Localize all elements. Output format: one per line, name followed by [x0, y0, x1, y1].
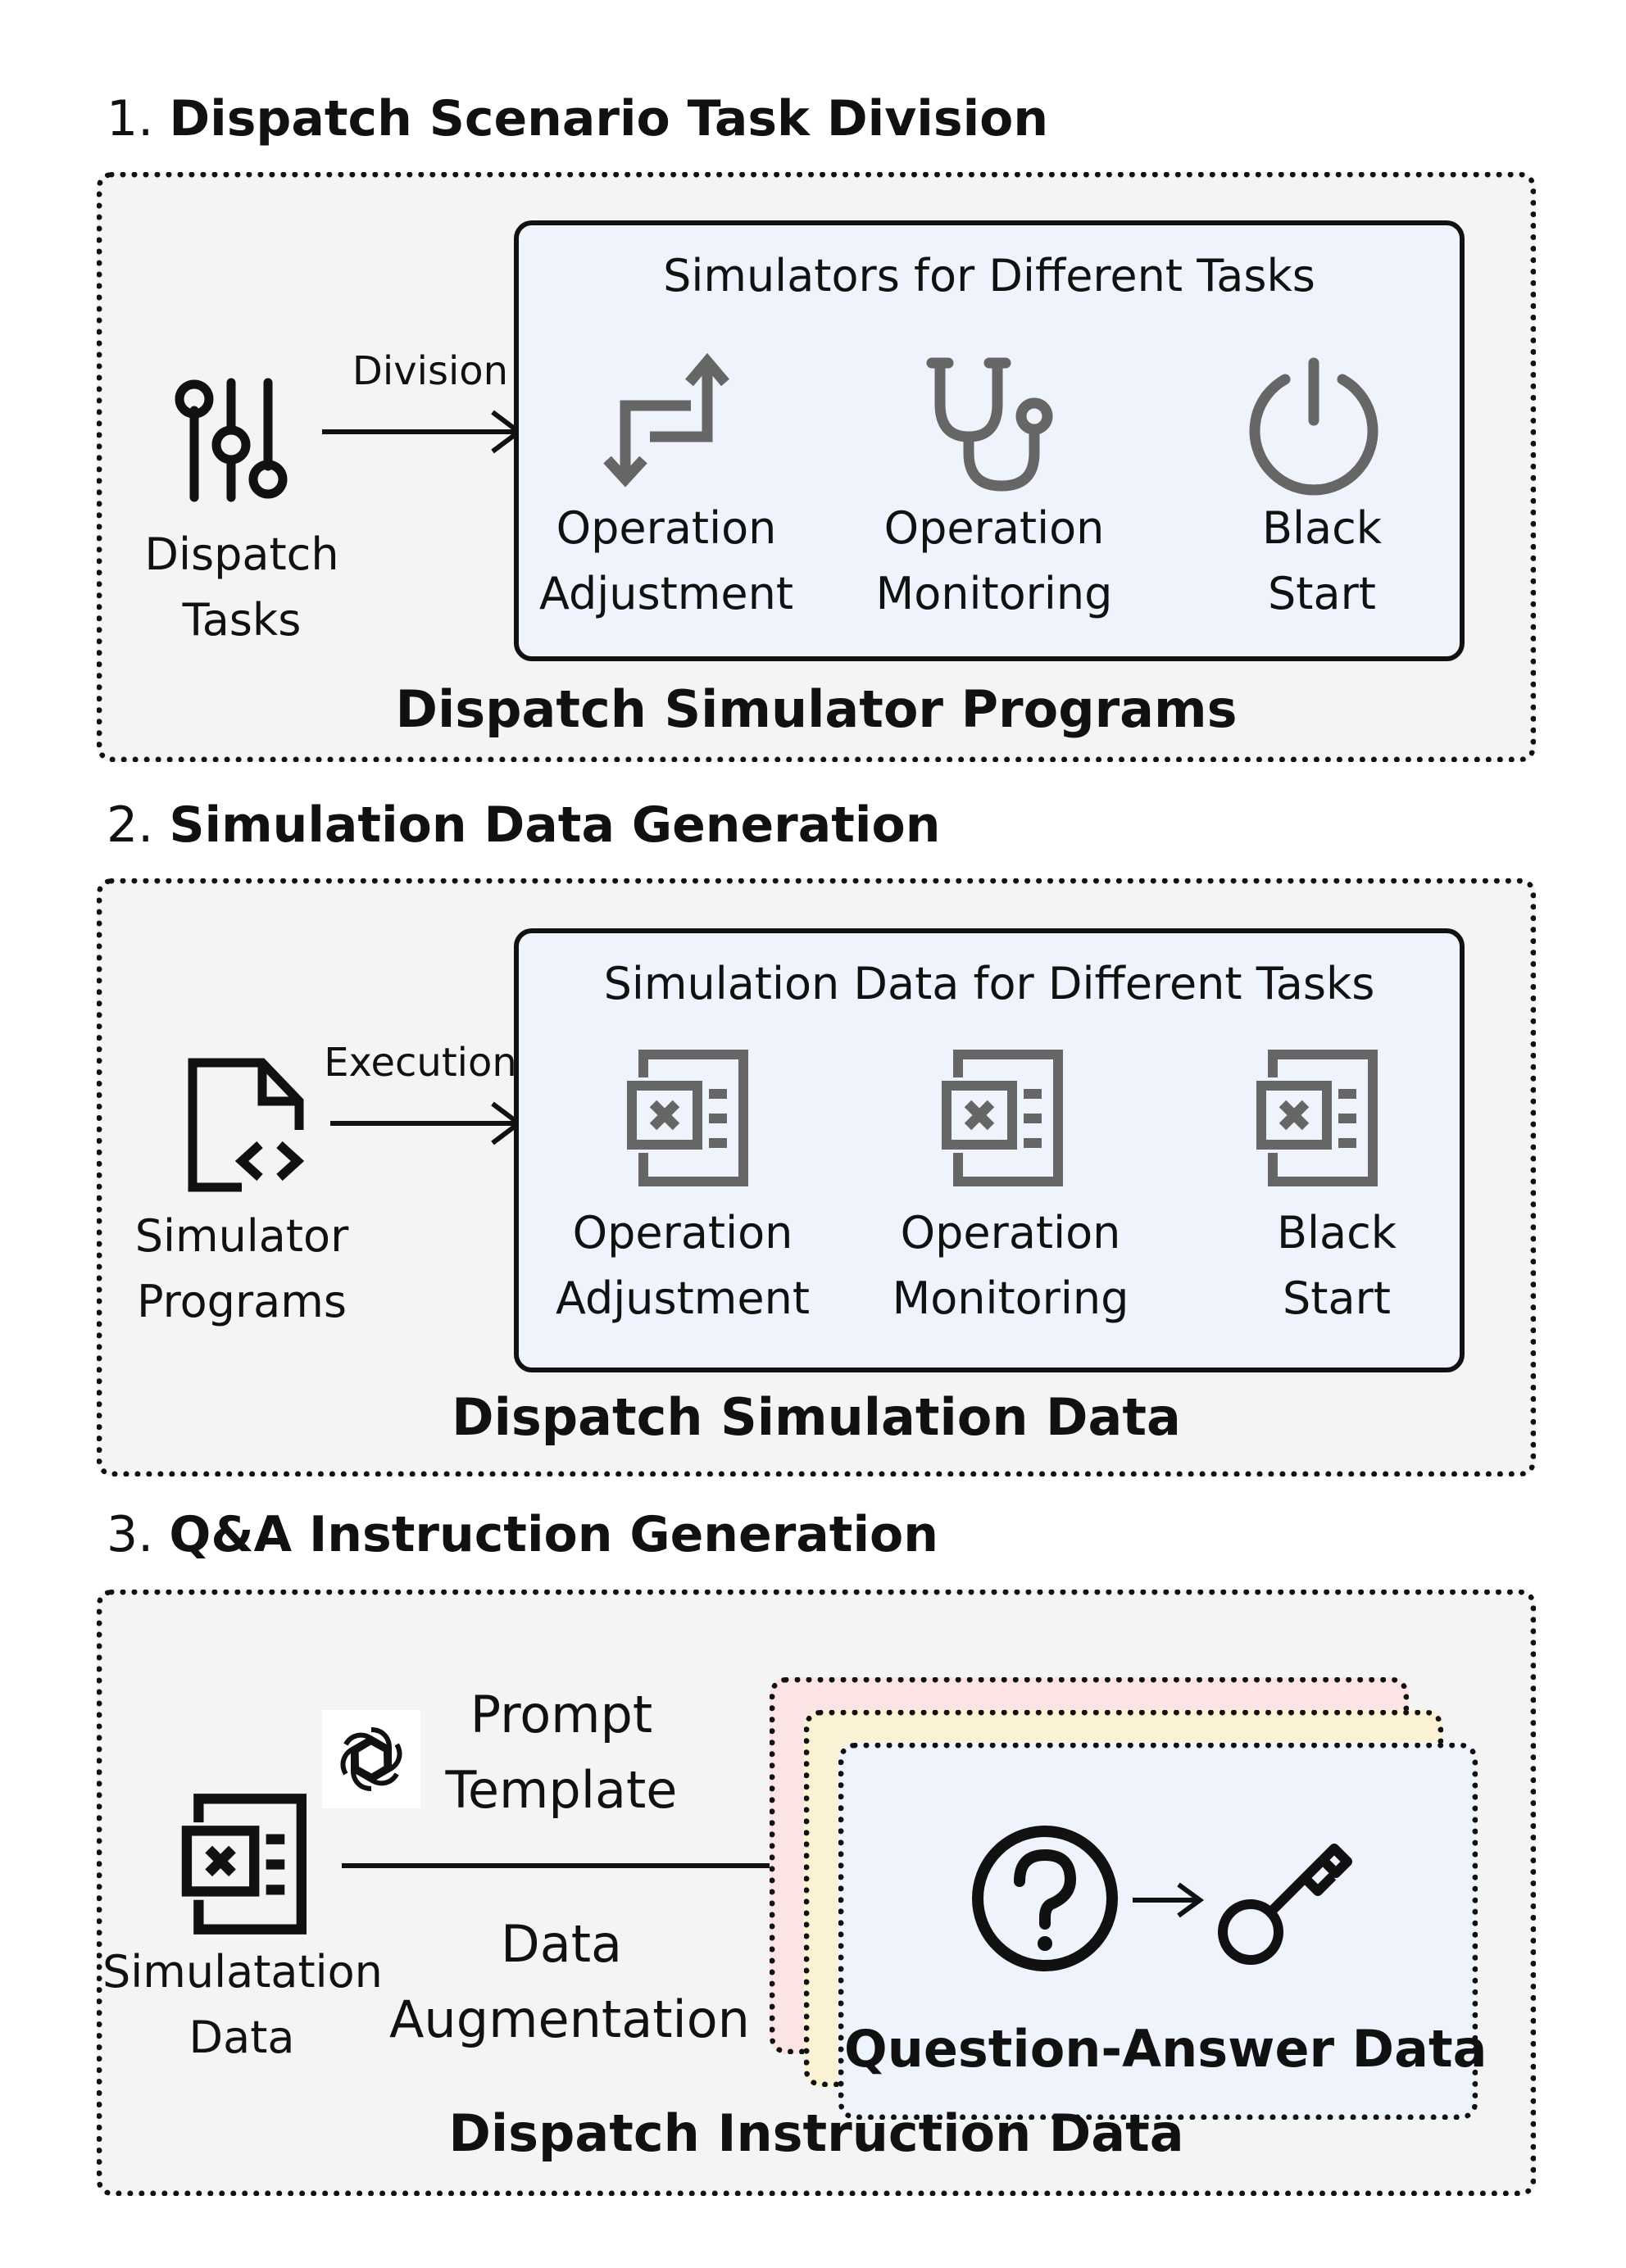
section-1-number: 1.: [107, 90, 154, 147]
sim-item-black-start: Black Start: [1261, 502, 1383, 619]
data-item-operation-adjustment: Operation Adjustment: [555, 1207, 811, 1324]
prompt-template-label: Prompt Template: [445, 1685, 678, 1820]
sim-item-operation-monitoring: Operation Monitoring: [875, 502, 1113, 619]
simulation-data-source-label: Simulatation Data: [102, 1946, 383, 2063]
section-1-panel: Dispatch Tasks Division Simulators for D…: [97, 172, 1536, 762]
execution-arrow-label: Execution: [324, 1040, 517, 1086]
llm-logo: [322, 1710, 420, 1808]
simulators-box-title: Simulators for Different Tasks: [663, 250, 1315, 302]
qa-card-title: Question-Answer Data: [844, 2019, 1487, 2079]
simulator-programs-label: Simulator Programs: [134, 1210, 349, 1327]
section-2-title: Simulation Data Generation: [169, 796, 941, 854]
data-sheet-icon: [942, 1050, 1063, 1186]
section-2-heading: 2. Simulation Data Generation: [107, 796, 940, 854]
data-sheet-icon: [627, 1050, 748, 1186]
section-2-number: 2.: [107, 796, 154, 854]
section-3-panel: Simulatation Data Prompt Template Data A…: [97, 1590, 1536, 2196]
simulation-data-box: Simulation Data for Different Tasks: [514, 928, 1465, 1372]
openai-logo-icon: [340, 1727, 402, 1791]
data-item-operation-monitoring: Operation Monitoring: [892, 1207, 1129, 1324]
division-arrow: [322, 410, 523, 454]
section-1-heading: 1. Dispatch Scenario Task Division: [107, 90, 1048, 147]
data-augmentation-label: Data Augmentation: [389, 1914, 750, 2049]
section-3-number: 3.: [107, 1506, 154, 1563]
division-arrow-label: Division: [352, 348, 509, 394]
section-2-caption: Dispatch Simulation Data: [452, 1387, 1181, 1447]
execution-arrow: [330, 1101, 523, 1145]
code-file-icon: [188, 1058, 305, 1192]
question-circle-icon: [972, 1826, 1118, 1971]
qa-card-front: Question-Answer Data: [838, 1743, 1487, 2120]
simulators-box: Simulators for Different Tasks: [514, 220, 1465, 661]
key-icon: [1218, 1844, 1352, 1965]
section-1-caption: Dispatch Simulator Programs: [395, 679, 1238, 739]
data-sheet-icon: [181, 1794, 307, 1935]
power-icon: [1249, 357, 1378, 496]
simulation-data-box-title: Simulation Data for Different Tasks: [603, 958, 1375, 1009]
data-sheet-icon: [1256, 1050, 1378, 1186]
section-3-title: Q&A Instruction Generation: [169, 1506, 938, 1563]
sim-item-operation-adjustment: Operation Adjustment: [538, 502, 794, 619]
section-3-heading: 3. Q&A Instruction Generation: [107, 1506, 938, 1563]
dispatch-tasks-label: Dispatch Tasks: [144, 528, 339, 646]
section-3-caption: Dispatch Instruction Data: [448, 2103, 1184, 2163]
arrow-right-icon: [1133, 1882, 1205, 1918]
sliders-icon: [175, 378, 288, 502]
stethoscope-icon: [926, 357, 1053, 492]
section-1-title: Dispatch Scenario Task Division: [169, 90, 1049, 147]
data-item-black-start: Black Start: [1276, 1207, 1397, 1324]
adjust-arrows-icon: [603, 352, 729, 488]
section-2-panel: Simulator Programs Execution Simulation …: [97, 878, 1536, 1476]
